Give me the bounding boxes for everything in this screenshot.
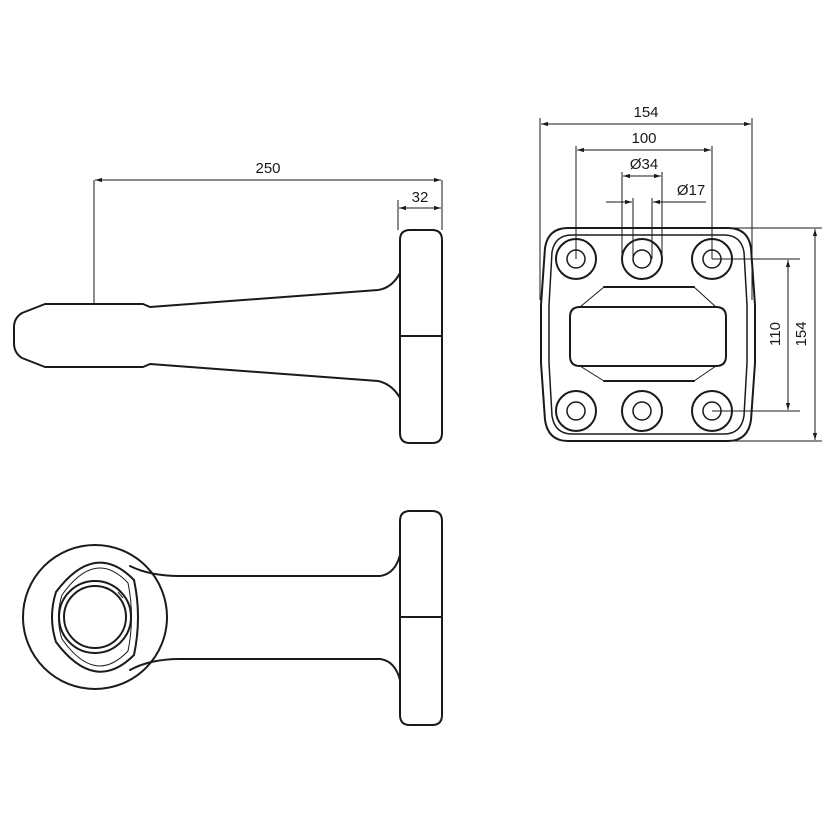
front-view-slot-chamfer (579, 286, 605, 308)
bolt-hole (621, 238, 663, 280)
front-view-slot-chamfer (693, 286, 717, 308)
top-view-bore-split (117, 591, 124, 599)
bolt-hole (621, 390, 663, 432)
dimension-32-label: 32 (412, 189, 429, 206)
top-view-bore-outer (58, 580, 132, 654)
side-view-dimensions: 250 32 (93, 160, 443, 304)
dimension-d17-label: Ø17 (677, 182, 705, 199)
dimension-154-vertical-label: 154 (793, 321, 810, 346)
side-view-arm (13, 272, 401, 399)
dimension-100-label: 100 (631, 130, 656, 147)
front-view-plate-inner-outline (548, 234, 748, 435)
top-view-arm (129, 658, 401, 681)
top-view-flange (399, 510, 443, 726)
dimension-250-label: 250 (255, 160, 280, 177)
bolt-hole (555, 390, 597, 432)
front-view (540, 227, 756, 442)
dimension-d34-label: Ø34 (630, 156, 658, 173)
side-view (13, 229, 443, 444)
top-view-eye-diamond (51, 561, 139, 673)
top-view-eye-outer (22, 544, 168, 690)
top-view-eye-diamond-inner (58, 567, 132, 667)
side-view-flange (399, 229, 443, 444)
front-view-dimensions: 154 100 Ø34 Ø17 110 154 (539, 104, 822, 442)
front-view-plate-outline (540, 227, 756, 442)
top-view (22, 510, 443, 726)
front-view-slot-chamfer (693, 365, 717, 382)
top-view-bore-inner (63, 585, 127, 649)
top-view-arm (129, 554, 401, 577)
dimension-110-label: 110 (767, 322, 784, 346)
front-view-slot-chamfer (579, 365, 605, 382)
front-view-central-slot (569, 306, 727, 367)
dimension-154-horizontal-label: 154 (633, 104, 658, 121)
